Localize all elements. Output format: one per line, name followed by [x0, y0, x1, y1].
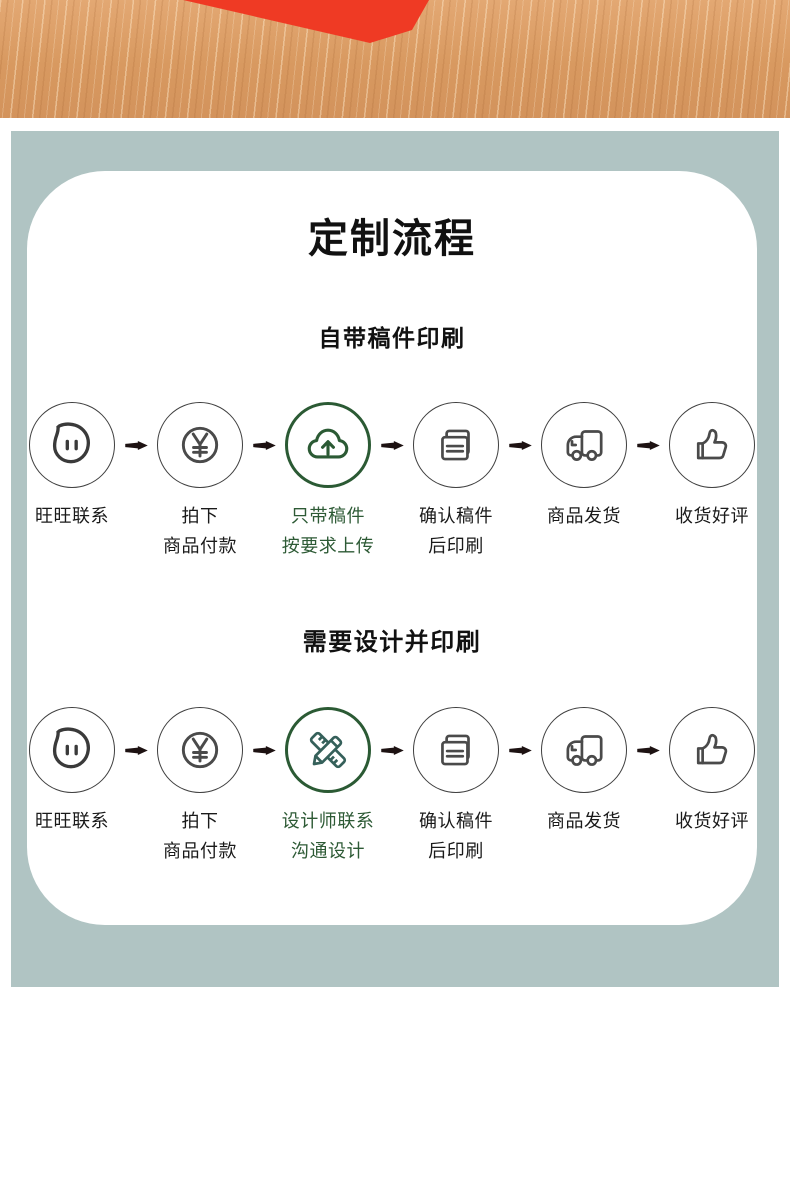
cloud-upload-icon: [303, 420, 353, 470]
step-label: 商品发货: [547, 506, 621, 526]
step-label: 拍下商品付款: [163, 811, 237, 861]
step-label: 收货好评: [675, 506, 749, 526]
step-label: 旺旺联系: [35, 811, 109, 831]
flow1-step-5: 商品发货: [520, 402, 648, 561]
flow1-step-2: 拍下商品付款: [136, 402, 264, 561]
wangwang-chat-icon: [47, 420, 97, 470]
step-label: 商品发货: [547, 811, 621, 831]
delivery-truck-icon: [559, 420, 609, 470]
step-circle: [541, 707, 627, 793]
thumbs-up-icon: [687, 725, 737, 775]
yen-payment-icon: [175, 420, 225, 470]
step-circle-highlight: [285, 402, 371, 488]
step-label: 旺旺联系: [35, 506, 109, 526]
page-title: 定制流程: [308, 217, 476, 261]
step-circle: [29, 402, 115, 488]
step-label: 确认稿件后印刷: [419, 811, 493, 861]
step-label: 只带稿件按要求上传: [281, 506, 375, 556]
flow2-step-3: 设计师联系沟通设计: [264, 707, 392, 866]
flow2-step-5: 商品发货: [520, 707, 648, 866]
flow1-row: 旺旺联系 拍下商品付款 只带稿件按要求上传: [8, 402, 776, 561]
step-circle: [541, 402, 627, 488]
step-circle: [413, 402, 499, 488]
flow2-step-4: 确认稿件后印刷: [392, 707, 520, 866]
flow1-step-3: 只带稿件按要求上传: [264, 402, 392, 561]
step-circle: [669, 707, 755, 793]
process-card: 定制流程 自带稿件印刷 旺旺联系 拍下商品付款: [27, 171, 757, 925]
flow1-step-4: 确认稿件后印刷: [392, 402, 520, 561]
step-label: 设计师联系沟通设计: [281, 811, 375, 861]
wood-desk-photo: [0, 0, 790, 118]
step-circle: [413, 707, 499, 793]
flow2-title: 需要设计并印刷: [302, 629, 482, 656]
design-tools-icon: [303, 725, 353, 775]
step-circle: [29, 707, 115, 793]
step-circle: [157, 707, 243, 793]
flow1-step-6: 收货好评: [648, 402, 776, 561]
printer-icon: [431, 725, 481, 775]
wangwang-chat-icon: [47, 725, 97, 775]
step-label: 拍下商品付款: [163, 506, 237, 556]
printer-icon: [431, 420, 481, 470]
flow2-step-6: 收货好评: [648, 707, 776, 866]
step-circle: [669, 402, 755, 488]
step-label: 确认稿件后印刷: [419, 506, 493, 556]
delivery-truck-icon: [559, 725, 609, 775]
flow2-step-2: 拍下商品付款: [136, 707, 264, 866]
flow2-row: 旺旺联系 拍下商品付款 设计师联系沟通设计: [8, 707, 776, 866]
yen-payment-icon: [175, 725, 225, 775]
step-circle-highlight: [285, 707, 371, 793]
thumbs-up-icon: [687, 420, 737, 470]
red-box-photo: [183, 0, 429, 43]
step-label: 收货好评: [675, 811, 749, 831]
flow1-title: 自带稿件印刷: [318, 325, 466, 351]
step-circle: [157, 402, 243, 488]
flow1-step-1: 旺旺联系: [8, 402, 136, 561]
process-panel: 定制流程 自带稿件印刷 旺旺联系 拍下商品付款: [11, 131, 779, 987]
flow2-step-1: 旺旺联系: [8, 707, 136, 866]
